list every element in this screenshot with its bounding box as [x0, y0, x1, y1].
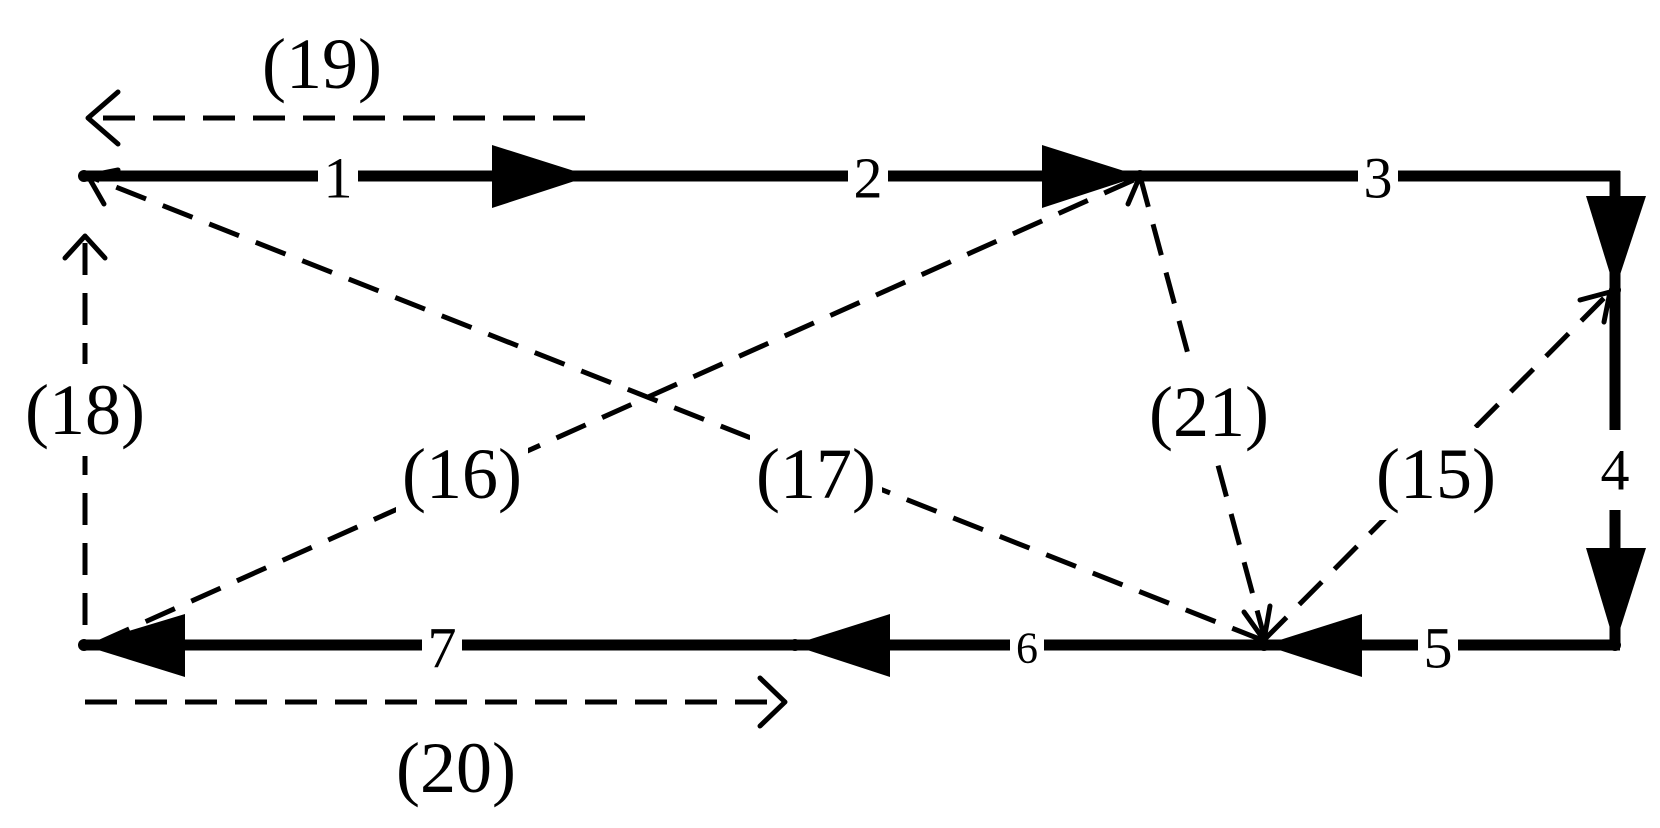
edge-label-4: 4 [1601, 438, 1630, 503]
edge-label-5: 5 [1424, 616, 1453, 681]
edge-label-18: (18) [25, 370, 145, 450]
edge-label-20: (20) [396, 728, 516, 808]
edge-label-1: 1 [324, 146, 353, 211]
node-bottom-left [78, 639, 90, 651]
node-bottom-center [789, 639, 801, 651]
edge-label-19: (19) [262, 24, 382, 104]
node-top-left [78, 170, 90, 182]
edge-label-7: 7 [428, 616, 457, 681]
dashed-edge-20 [85, 675, 788, 729]
edge-label-3: 3 [1364, 146, 1393, 211]
node-bottom-middle [1258, 639, 1270, 651]
node-bottom-right [1609, 639, 1621, 651]
dashed-edge-18 [62, 233, 108, 625]
nodes [78, 170, 1621, 651]
edge-label-21: (21) [1149, 372, 1269, 452]
node-right-middle [1609, 284, 1621, 296]
edge-label-15: (15) [1376, 434, 1496, 514]
edge-label-17: (17) [756, 434, 876, 514]
edge-label-6: 6 [1016, 624, 1038, 673]
edge-label-2: 2 [854, 146, 883, 211]
edge-label-16: (16) [402, 434, 522, 514]
dashed-edge-16 [98, 173, 1143, 645]
node-top-middle [1134, 170, 1146, 182]
dashed-edge-19 [85, 89, 585, 147]
